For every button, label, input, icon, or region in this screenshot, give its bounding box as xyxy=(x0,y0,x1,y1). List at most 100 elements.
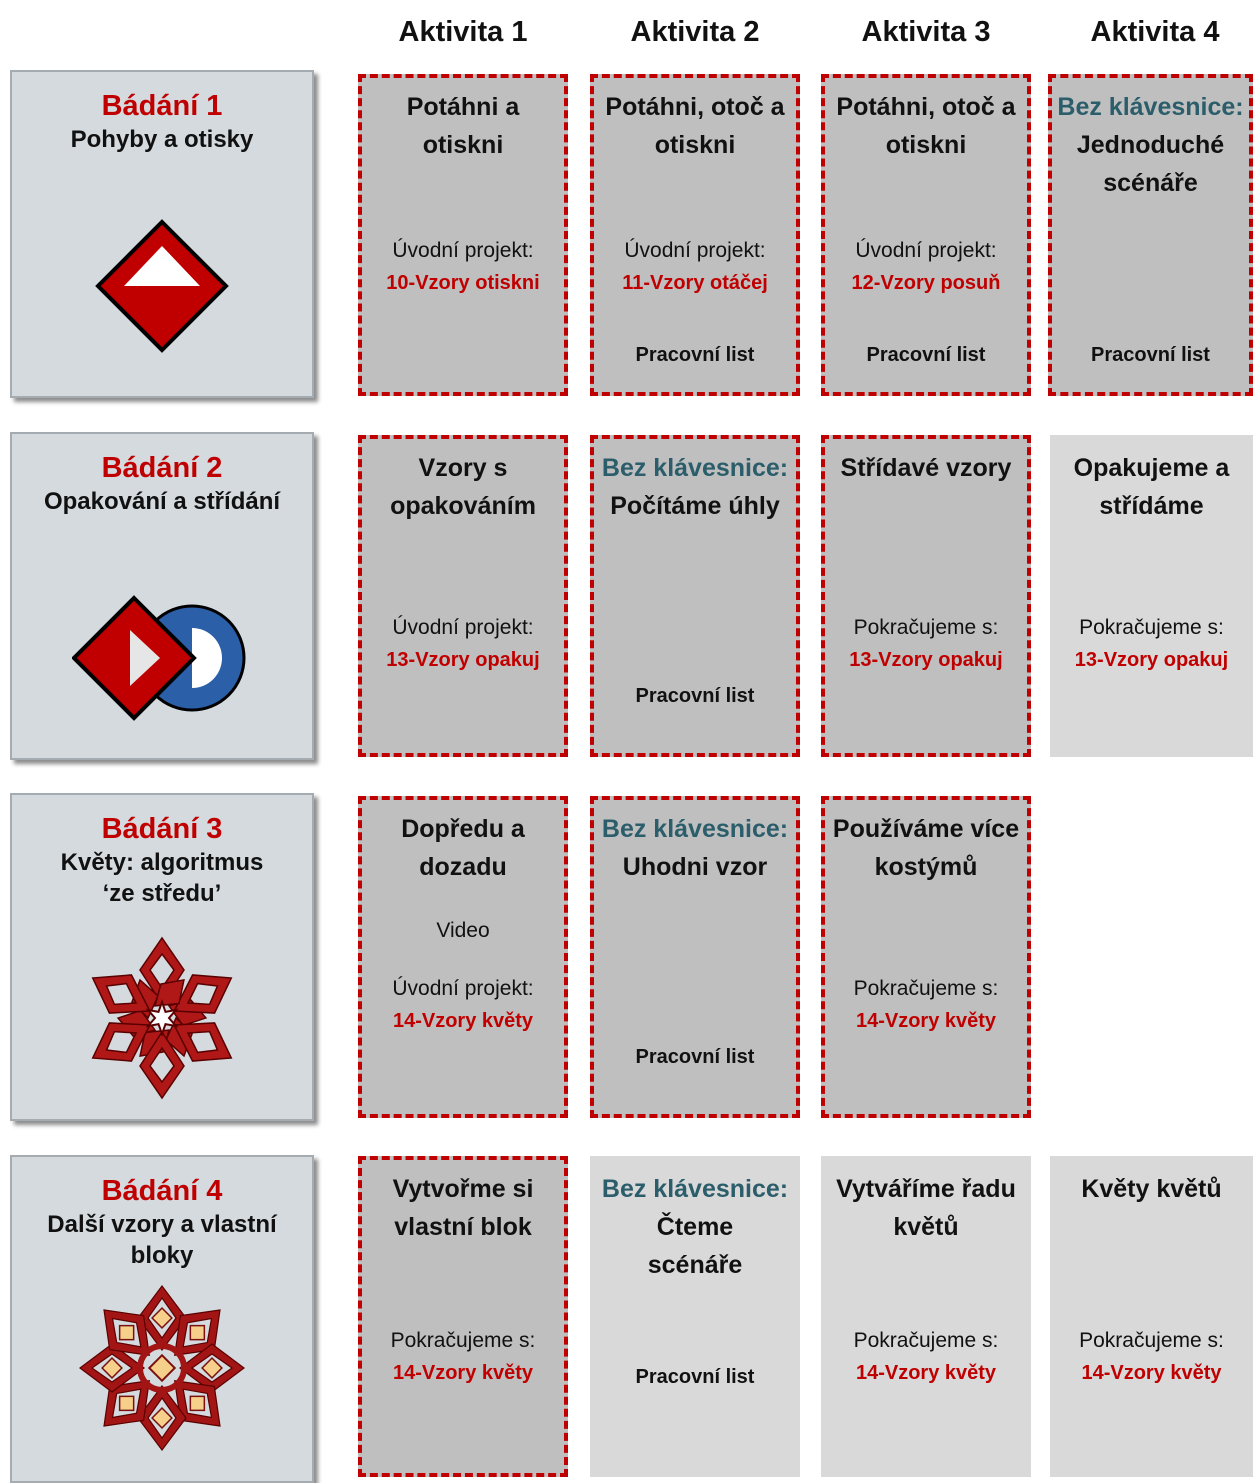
activity-cell[interactable]: Vytvořme si vlastní blok Pokračujeme s: … xyxy=(358,1156,568,1477)
ornate-gem-shape xyxy=(118,1324,135,1341)
activity-cell[interactable]: Bez klávesnice: Počítáme úhly Pracovní l… xyxy=(590,435,800,757)
cell-label: Pokračujeme s: xyxy=(853,1329,999,1352)
ornate-gem-shape xyxy=(151,1307,173,1329)
row-subtitle: Pohyby a otisky xyxy=(70,126,254,153)
activity-cell[interactable]: Dopředu a dozadu Video Úvodní projekt: 1… xyxy=(358,796,568,1118)
row-title: Bádání 4 xyxy=(101,1175,223,1207)
cell-title: Vytvořme si vlastní blok xyxy=(392,1175,534,1241)
cell-title: Uhodni vzor xyxy=(622,853,768,881)
worksheet-link[interactable]: Pracovní list xyxy=(635,1366,755,1388)
petal-shape xyxy=(139,1030,185,1100)
activity-cell[interactable]: Opakujeme a střídáme Pokračujeme s: 13-V… xyxy=(1050,435,1253,757)
ornate-gem-shape xyxy=(189,1395,206,1412)
worksheet-link[interactable]: Pracovní list xyxy=(635,1046,755,1068)
column-header-1: Aktivita 1 xyxy=(398,16,528,48)
row-subtitle: Další vzory a vlastní bloky xyxy=(47,1211,277,1269)
row-card-2[interactable]: Bádání 2 Opakování a střídání xyxy=(10,432,314,760)
cell-note: Bez klávesnice: xyxy=(601,815,789,843)
ornate-center-shape xyxy=(147,1353,177,1383)
row-subtitle: Opakování a střídání xyxy=(43,488,281,515)
worksheet-link[interactable]: Pracovní list xyxy=(1091,344,1210,366)
activity-cell[interactable]: Potáhni, otoč a otiskni Úvodní projekt: … xyxy=(821,74,1031,396)
ornate-gem-shape xyxy=(151,1407,173,1429)
column-header-2: Aktivita 2 xyxy=(630,16,760,48)
cell-title: Čteme scénáře xyxy=(647,1213,743,1279)
activity-cell[interactable]: Bez klávesnice: Jednoduché scénáře Praco… xyxy=(1048,74,1253,396)
petal-shape xyxy=(172,1022,233,1062)
cell-project-link[interactable]: 14-Vzory květy xyxy=(855,1362,997,1384)
cell-label: Úvodní projekt: xyxy=(855,239,997,262)
cell-title: Vytváříme řadu květů xyxy=(836,1175,1016,1241)
activity-cell[interactable]: Používáme více kostýmů Pokračujeme s: 14… xyxy=(821,796,1031,1118)
cell-project-link[interactable]: 13-Vzory opakuj xyxy=(1074,649,1229,671)
ornate-petal-shape xyxy=(103,1309,150,1356)
cell-title: Vzory s opakováním xyxy=(390,454,536,520)
petal-shape xyxy=(91,1022,152,1062)
activity-cell[interactable]: Vzory s opakováním Úvodní projekt: 13-Vz… xyxy=(358,435,568,757)
row-subtitle: Květy: algoritmus ‘ze středu’ xyxy=(60,849,264,907)
ornate-gem-shape xyxy=(101,1357,123,1379)
petal-link-shape xyxy=(153,979,185,1007)
cell-note: Bez klávesnice: xyxy=(601,454,789,482)
cell-title: Počítáme úhly xyxy=(610,492,780,520)
cell-project-link[interactable]: 13-Vzory opakuj xyxy=(386,649,540,671)
cell-label: Pokračujeme s: xyxy=(853,616,999,639)
row-title: Bádání 3 xyxy=(101,813,223,845)
ornate-gem-shape xyxy=(118,1395,135,1412)
cell-label: Úvodní projekt: xyxy=(392,977,534,1000)
cell-note: Bez klávesnice: xyxy=(601,1175,789,1203)
activity-cell[interactable]: Střídavé vzory Pokračujeme s: 13-Vzory o… xyxy=(821,435,1031,757)
diamond-triangle-icon xyxy=(95,219,229,353)
cell-project-link[interactable]: 14-Vzory květy xyxy=(855,1010,997,1032)
diamond-circle-icon xyxy=(72,595,246,721)
petal-shape xyxy=(91,974,152,1014)
cell-project-link[interactable]: 10-Vzory otiskni xyxy=(386,272,540,294)
activity-cell[interactable]: Vytváříme řadu květů Pokračujeme s: 14-V… xyxy=(821,1156,1031,1477)
worksheet-link[interactable]: Pracovní list xyxy=(866,344,986,366)
star-flower-icon xyxy=(91,936,233,1100)
activity-cell[interactable]: Bez klávesnice: Čteme scénáře Pracovní l… xyxy=(590,1156,800,1477)
column-header-3: Aktivita 3 xyxy=(861,16,991,48)
cell-project-link[interactable]: 12-Vzory posuň xyxy=(851,272,1001,294)
ornate-petal-shape xyxy=(137,1385,187,1451)
row-title: Bádání 1 xyxy=(101,90,223,122)
cell-note: Bez klávesnice: xyxy=(1057,93,1244,121)
cell-label: Úvodní projekt: xyxy=(392,239,534,262)
cell-label: Úvodní projekt: xyxy=(392,616,534,639)
cell-project-link[interactable]: 14-Vzory květy xyxy=(392,1010,534,1032)
activity-cell[interactable]: Potáhni a otiskni Úvodní projekt: 10-Vzo… xyxy=(358,74,568,396)
row-title: Bádání 2 xyxy=(101,452,223,484)
cell-title: Květy květů xyxy=(1081,1175,1222,1203)
cell-title: Střídavé vzory xyxy=(840,454,1012,482)
row-card-1[interactable]: Bádání 1 Pohyby a otisky xyxy=(10,70,314,398)
ornate-gem-shape xyxy=(201,1357,223,1379)
activity-cell[interactable]: Bez klávesnice: Uhodni vzor Pracovní lis… xyxy=(590,796,800,1118)
cell-label: Pokračujeme s: xyxy=(1079,1329,1224,1352)
cell-title: Potáhni a otiskni xyxy=(406,93,520,159)
cell-project-link[interactable]: 14-Vzory květy xyxy=(392,1362,534,1384)
cell-label: Pokračujeme s: xyxy=(853,977,999,1000)
worksheet-link[interactable]: Pracovní list xyxy=(635,685,755,707)
activity-cell[interactable]: Květy květů Pokračujeme s: 14-Vzory květ… xyxy=(1050,1156,1253,1477)
cell-title: Používáme více kostýmů xyxy=(832,815,1020,881)
worksheet-link[interactable]: Pracovní list xyxy=(635,344,755,366)
cell-title: Potáhni, otoč a otiskni xyxy=(836,93,1016,159)
ornate-flower-icon xyxy=(79,1285,245,1451)
cell-title: Jednoduché scénáře xyxy=(1076,131,1225,197)
cell-label: Pokračujeme s: xyxy=(390,1329,536,1352)
ornate-gem-shape xyxy=(189,1324,206,1341)
column-header-4: Aktivita 4 xyxy=(1090,16,1220,48)
row-card-4[interactable]: Bádání 4 Další vzory a vlastní bloky xyxy=(10,1155,314,1483)
cell-project-link[interactable]: 13-Vzory opakuj xyxy=(849,649,1003,671)
activity-cell[interactable]: Potáhni, otoč a otiskni Úvodní projekt: … xyxy=(590,74,800,396)
video-link[interactable]: Video xyxy=(436,919,490,942)
cell-project-link[interactable]: 11-Vzory otáčej xyxy=(622,272,768,294)
ornate-ring-shape xyxy=(137,1343,187,1393)
row-card-3[interactable]: Bádání 3 Květy: algoritmus ‘ze středu’ xyxy=(10,793,314,1121)
petal-shape xyxy=(172,974,233,1014)
cell-title: Dopředu a dozadu xyxy=(401,815,525,881)
cell-title: Potáhni, otoč a otiskni xyxy=(605,93,785,159)
cell-label: Úvodní projekt: xyxy=(624,239,766,262)
cell-project-link[interactable]: 14-Vzory květy xyxy=(1081,1362,1222,1384)
cell-title: Opakujeme a střídáme xyxy=(1073,454,1230,520)
